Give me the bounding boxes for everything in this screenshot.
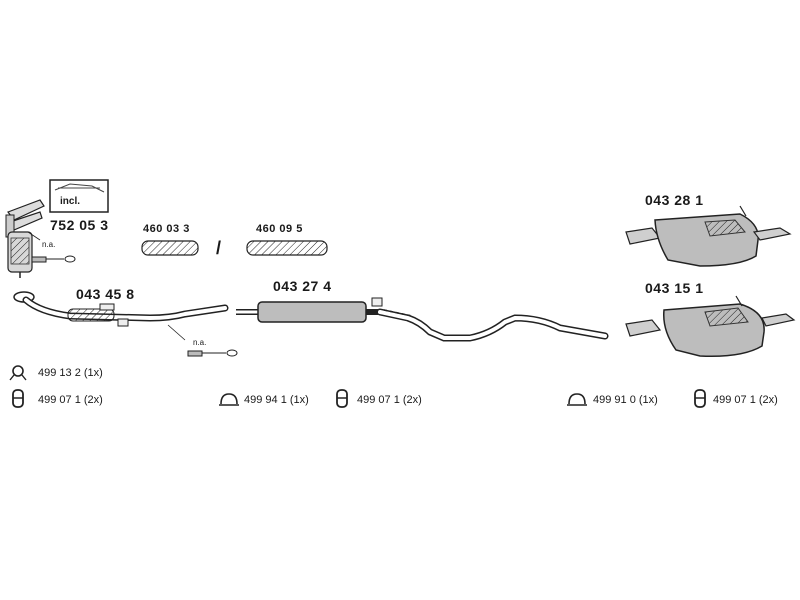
part-number-043274: 043 27 4 bbox=[273, 278, 332, 294]
hardware-rubber-mount-label-1: 499 07 1 (2x) bbox=[38, 394, 103, 406]
rubber-mount-icon-1 bbox=[12, 389, 24, 408]
flex-pipe-a[interactable] bbox=[141, 240, 199, 256]
ring-clamp-icon bbox=[9, 365, 27, 381]
hardware-clamp-rear-label: 499 91 0 (1x) bbox=[593, 394, 658, 406]
rear-silencer-bottom-part[interactable] bbox=[625, 295, 796, 358]
flex-pipe-b[interactable] bbox=[246, 240, 328, 256]
hardware-ring-clamp-label: 499 13 2 (1x) bbox=[38, 367, 103, 379]
front-pipe-part[interactable] bbox=[13, 291, 229, 327]
separator-slash: / bbox=[216, 238, 222, 258]
hardware-rubber-mount-label-3: 499 07 1 (2x) bbox=[713, 394, 778, 406]
part-number-460095: 460 09 5 bbox=[256, 223, 303, 235]
part-number-043458: 043 45 8 bbox=[76, 286, 135, 302]
rubber-mount-icon-3 bbox=[694, 389, 706, 408]
hardware-rubber-mount-label-2: 499 07 1 (2x) bbox=[357, 394, 422, 406]
not-available-label-2: n.a. bbox=[193, 338, 207, 347]
rear-silencer-top-part[interactable] bbox=[625, 205, 792, 267]
part-number-752053: 752 05 3 bbox=[50, 217, 109, 233]
pipe-clamp-icon-rear bbox=[567, 393, 587, 406]
rubber-mount-icon-2 bbox=[336, 389, 348, 408]
center-silencer-part[interactable] bbox=[236, 297, 609, 342]
not-available-label-1: n.a. bbox=[42, 240, 56, 249]
included-parts-box bbox=[49, 179, 109, 213]
part-number-043151: 043 15 1 bbox=[645, 280, 704, 296]
oxygen-sensor-2 bbox=[167, 324, 238, 357]
catalyst-manifold-part[interactable] bbox=[5, 199, 45, 278]
part-number-460033: 460 03 3 bbox=[143, 223, 190, 235]
part-number-043281: 043 28 1 bbox=[645, 192, 704, 208]
incl-label: incl. bbox=[60, 196, 81, 207]
pipe-clamp-icon-center bbox=[219, 393, 239, 406]
oxygen-sensor-1 bbox=[27, 231, 76, 263]
hardware-clamp-center-label: 499 94 1 (1x) bbox=[244, 394, 309, 406]
